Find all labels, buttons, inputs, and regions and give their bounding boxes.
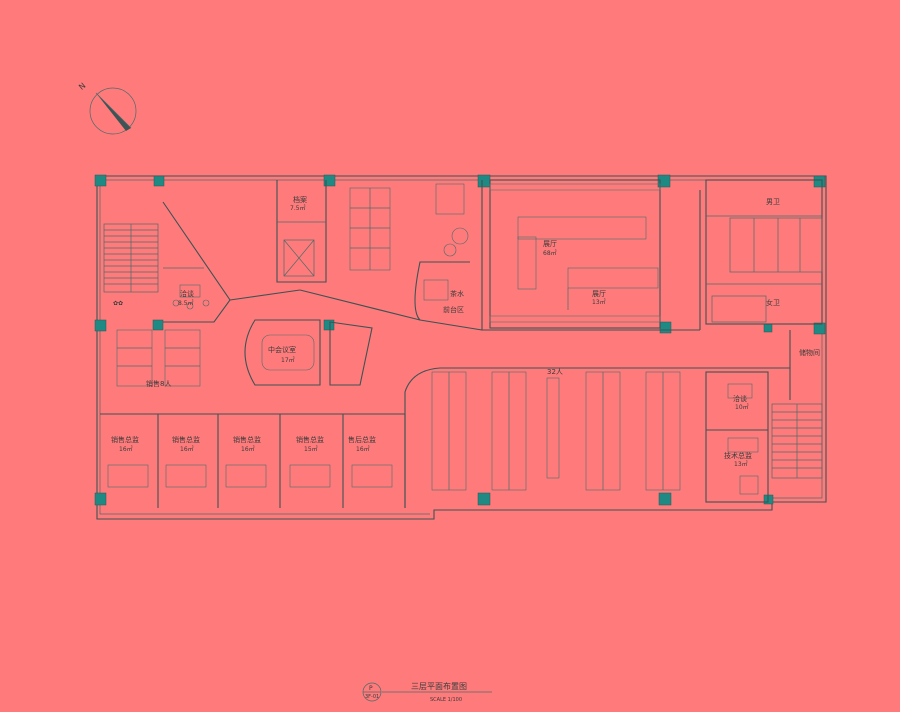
office-1-label: 销售总监 <box>111 435 139 444</box>
director-offices: 销售总监 16㎡ 销售总监 16㎡ 销售总监 16㎡ 销售总监 15㎡ 售后总监… <box>100 413 406 508</box>
exhibit-hall: 展厅 68㎡ 展厅 13㎡ <box>489 179 661 329</box>
open-office-label: 32人 <box>547 368 563 376</box>
storage-top-label: 档案 <box>293 195 307 204</box>
sales-open-area: 销售8人 <box>116 329 201 388</box>
title-symbol-bottom: 3F-01 <box>365 694 379 700</box>
negotiation-left-area: 8.5㎡ <box>178 299 194 307</box>
meeting-mid-label: 中会议室 <box>268 345 296 354</box>
meeting-mid-room: 中会议室 17㎡ <box>244 319 373 386</box>
exterior-walls <box>96 175 827 520</box>
storage-top-area: 7.5㎡ <box>290 204 306 212</box>
right-rooms: 洽谈 10㎡ 技术总监 13㎡ <box>705 371 769 503</box>
wc-female-label: 女卫 <box>766 298 780 307</box>
stair-right <box>771 403 823 479</box>
tech-office-label: 技术总监 <box>724 451 752 460</box>
negotiation-right-area: 10㎡ <box>735 403 749 411</box>
office-3-label: 销售总监 <box>233 435 261 444</box>
open-office: 32人 <box>404 367 700 508</box>
office-1-area: 16㎡ <box>119 445 133 453</box>
plant-left: ✿✿ <box>113 300 123 307</box>
tea-reception-area: 茶水 前台区 <box>414 180 483 331</box>
office-5-area: 16㎡ <box>356 445 370 453</box>
negotiation-right-label: 洽谈 <box>733 394 747 403</box>
storage-right-label: 储物间 <box>799 348 820 357</box>
north-label: N <box>77 81 87 92</box>
exhibit-big-area: 68㎡ <box>543 249 557 257</box>
meeting-mid-area: 17㎡ <box>281 356 295 364</box>
north-arrow-icon: N <box>77 81 137 135</box>
drawing-scale: SCALE 1/100 <box>430 697 462 703</box>
exhibit-big-label: 展厅 <box>543 240 557 248</box>
negotiation-left-label: 洽谈 <box>180 289 194 298</box>
columns <box>94 174 826 506</box>
tech-office-area: 13㎡ <box>734 460 748 468</box>
office-3-area: 16㎡ <box>241 445 255 453</box>
corridor <box>229 190 791 400</box>
desk-cluster-top <box>349 183 465 271</box>
drawing-title: 三层平面布置图 <box>411 681 467 691</box>
stair-left <box>103 223 159 293</box>
office-4-area: 15㎡ <box>304 445 318 453</box>
exhibit-small-label: 展厅 <box>592 290 606 298</box>
sales-open-label: 销售8人 <box>146 379 171 388</box>
office-2-area: 16㎡ <box>180 445 194 453</box>
storage-top-room: 档案 7.5㎡ <box>276 180 327 283</box>
office-5-label: 售后总监 <box>348 435 376 444</box>
title-symbol-top: P <box>369 685 373 692</box>
negotiation-left-room: 洽谈 8.5㎡ ✿✿ <box>113 201 231 323</box>
office-4-label: 销售总监 <box>296 435 324 444</box>
exhibit-small-area: 13㎡ <box>592 298 606 306</box>
tea-label: 茶水 <box>450 289 464 298</box>
office-2-label: 销售总监 <box>172 435 200 444</box>
tea-sub-label: 前台区 <box>443 305 464 314</box>
wc-male-label: 男卫 <box>766 198 780 206</box>
washrooms: 男卫 女卫 储物间 <box>705 179 823 357</box>
title-block: P 3F-01 三层平面布置图 SCALE 1/100 <box>362 681 492 703</box>
